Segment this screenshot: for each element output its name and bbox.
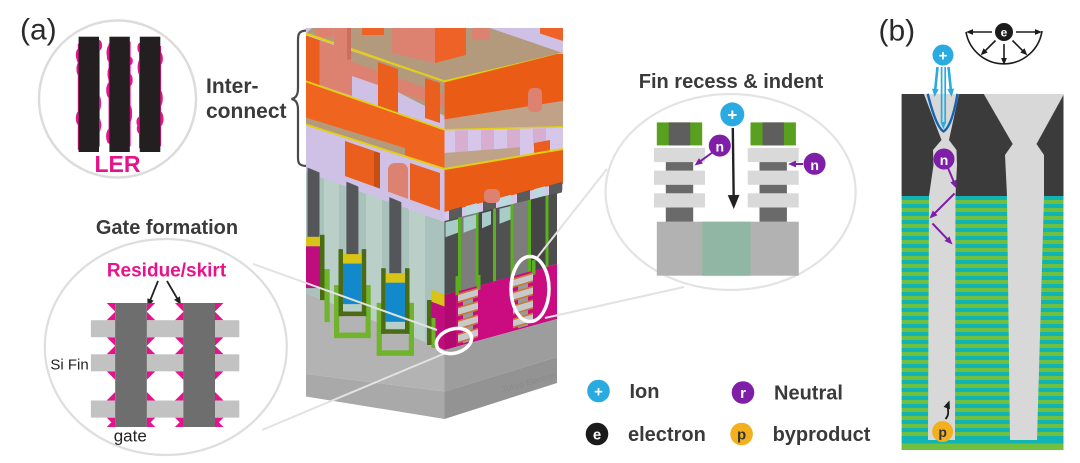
svg-text:Gate formation: Gate formation [96, 217, 238, 239]
svg-text:r: r [740, 385, 746, 402]
svg-text:Inter-: Inter- [206, 75, 259, 98]
svg-text:n: n [716, 139, 725, 155]
svg-text:(a): (a) [20, 14, 57, 47]
svg-text:byproduct: byproduct [773, 424, 871, 446]
svg-text:+: + [939, 48, 948, 65]
svg-text:+: + [594, 384, 603, 401]
svg-text:(b): (b) [879, 15, 916, 48]
svg-text:e: e [593, 427, 601, 444]
svg-text:e: e [1001, 26, 1008, 40]
svg-text:n: n [940, 152, 949, 168]
svg-text:Residue/skirt: Residue/skirt [107, 261, 227, 282]
svg-text:+: + [727, 105, 737, 124]
svg-text:connect: connect [206, 100, 287, 123]
svg-text:p: p [737, 427, 746, 444]
svg-text:n: n [810, 157, 819, 173]
svg-text:Si Fin: Si Fin [50, 357, 88, 374]
svg-text:p: p [938, 424, 947, 440]
svg-text:LER: LER [95, 151, 141, 177]
svg-text:Ion: Ion [630, 381, 660, 403]
svg-text:electron: electron [628, 424, 706, 446]
svg-text:Neutral: Neutral [774, 383, 843, 405]
svg-text:Fin recess & indent: Fin recess & indent [639, 71, 824, 93]
svg-text:gate: gate [114, 427, 147, 446]
